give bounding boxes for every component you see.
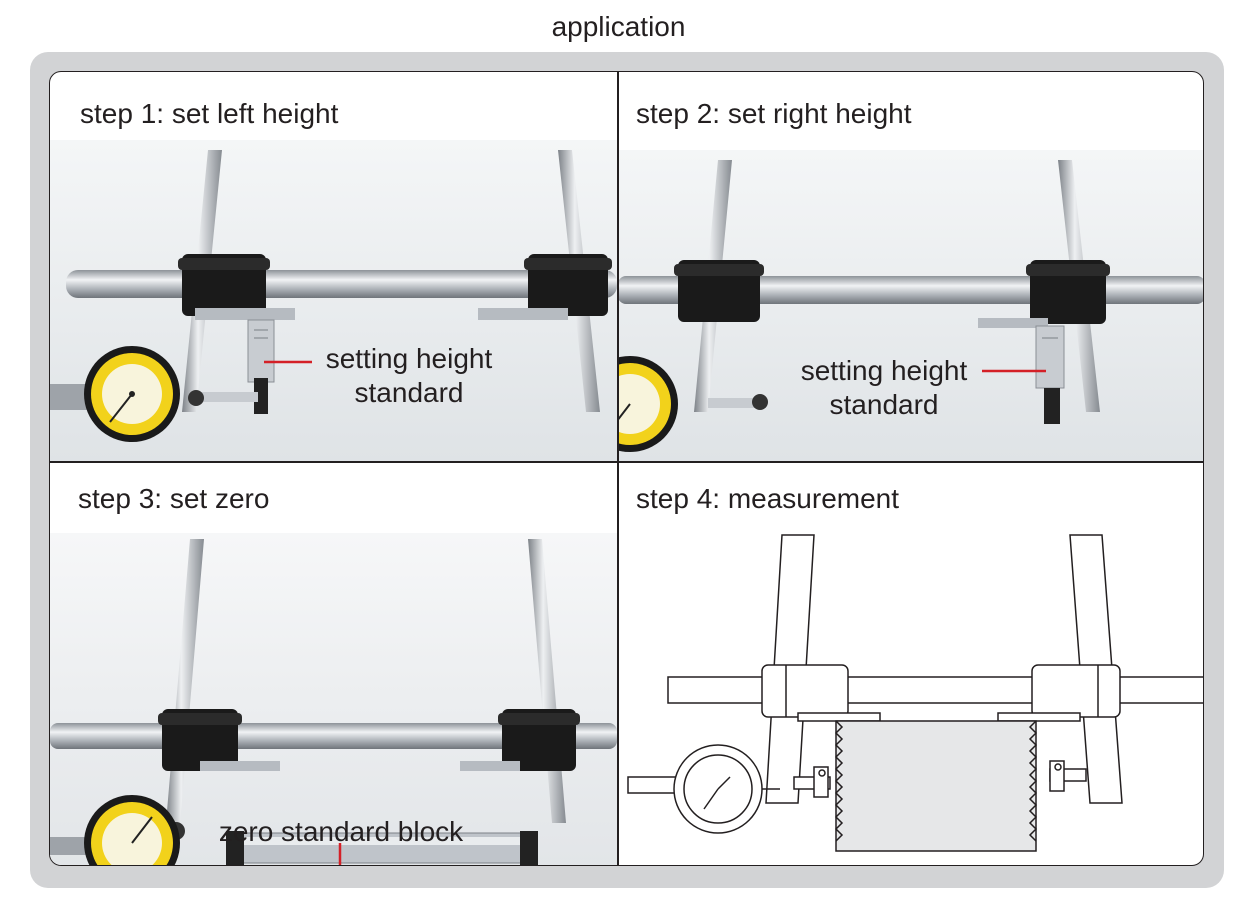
step-4-label: step 4: measurement	[636, 483, 900, 514]
clamp-block-icon	[1031, 664, 1121, 718]
dial-indicator-icon	[50, 346, 180, 442]
setting-height-standard-icon	[1035, 325, 1065, 424]
step-2-callout: setting height standard	[800, 355, 968, 420]
step-1-illustration	[50, 140, 617, 461]
step-3-callout: zero standard block	[218, 816, 464, 847]
setting-height-standard-icon	[247, 319, 275, 414]
clamp-block-icon	[498, 709, 580, 771]
step-3-illustration	[50, 533, 617, 865]
page-title: application	[551, 11, 686, 42]
clamp-block-icon	[178, 254, 270, 316]
zero-standard-block-icon	[226, 831, 538, 865]
dial-indicator-icon	[618, 356, 678, 452]
step-3-label: step 3: set zero	[78, 483, 270, 514]
step-3-panel: step 3: set zero zero standard block	[50, 463, 617, 865]
clamp-block-icon	[674, 260, 764, 322]
clamp-block-icon	[158, 709, 242, 771]
dial-indicator-icon	[84, 795, 180, 865]
steps-grid: step 1: set left height setting height s…	[49, 71, 1204, 866]
step-1-label: step 1: set left height	[80, 98, 339, 129]
clamp-block-icon	[524, 254, 612, 316]
step-2-panel: step 2: set right height setting height …	[618, 72, 1203, 461]
dial-indicator-icon	[627, 744, 780, 834]
step-4-illustration	[627, 534, 1203, 852]
workpiece	[835, 720, 1037, 852]
horizontal-rod	[667, 676, 1203, 704]
horizontal-divider	[50, 461, 1203, 463]
step-1-callout: setting height standard	[325, 343, 493, 408]
right-contact-point	[1049, 760, 1087, 792]
step-2-illustration	[618, 150, 1203, 461]
step-4-panel: step 4: measurement	[618, 463, 1203, 865]
clamp-block-icon	[1026, 260, 1110, 324]
vertical-divider	[617, 72, 619, 865]
left-contact-point	[793, 766, 831, 798]
step-2-label: step 2: set right height	[636, 98, 912, 129]
step-1-panel: step 1: set left height setting height s…	[50, 72, 617, 461]
clamp-block-icon	[761, 664, 849, 718]
